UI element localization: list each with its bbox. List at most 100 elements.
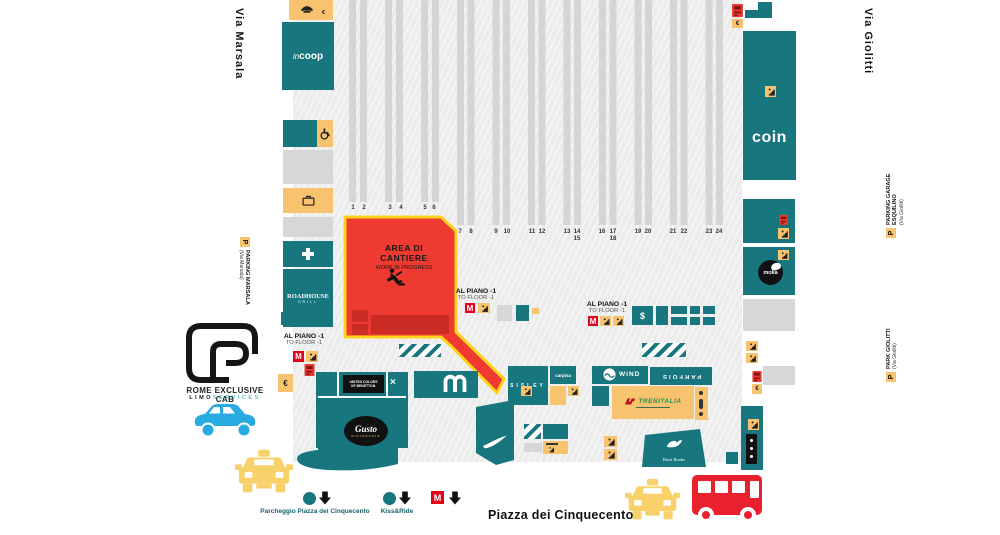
metro-icon: M	[293, 351, 304, 362]
parking-label-giolitti: P PARK GIOLITTI(Via Giolitti)	[886, 318, 898, 382]
building-block	[745, 10, 758, 18]
escalator-icon	[748, 419, 759, 430]
ticket-machine-icon	[779, 215, 788, 225]
ticket-machine-icon	[752, 371, 762, 382]
shop-coop: incoop	[282, 22, 334, 90]
kiosk-block	[516, 305, 529, 321]
building-block	[758, 2, 772, 18]
luggage-icon	[302, 195, 315, 206]
street-label-via-giolitti: Via Giolitti	[862, 8, 874, 75]
platform-number: 8	[469, 229, 473, 235]
ticket-machine-icon	[732, 4, 743, 17]
building-divider	[337, 372, 339, 396]
shop-carpisa: carpisa	[550, 366, 576, 384]
platform-number: 18	[609, 236, 617, 242]
parking-icon: P	[886, 228, 896, 238]
platform-number: 21	[669, 229, 677, 235]
kiosk-block	[690, 306, 700, 314]
platform-number: 11	[528, 229, 536, 235]
borri-label: Borri Books	[663, 457, 685, 462]
platform-number: 15	[573, 236, 581, 242]
kiosk-block	[543, 441, 568, 454]
platform-number: 13	[563, 229, 571, 235]
escalator-icon	[765, 86, 776, 97]
kissride-dot-marker	[383, 492, 396, 505]
kiosk-block	[281, 312, 303, 325]
kiosk-block	[550, 386, 566, 405]
down-arrow-icon	[319, 491, 331, 505]
escalator-icon	[778, 228, 789, 239]
platform-number: 6	[432, 205, 436, 211]
platform-number: 9	[494, 229, 498, 235]
kiosk-block	[671, 317, 687, 325]
parking-icon: P	[240, 237, 250, 247]
trenitalia-logo-icon	[624, 398, 636, 405]
kiosk-block	[671, 306, 687, 314]
metro-icon: M	[588, 316, 598, 326]
metro-icon: M	[431, 491, 444, 504]
platform-stripes-1-6	[349, 0, 441, 202]
shop-parfois: PARFOIS	[650, 367, 712, 385]
kiosk-block	[532, 308, 539, 314]
vertical-sign	[746, 434, 757, 464]
kiosk-block	[592, 386, 609, 406]
escalator-icon	[604, 449, 617, 460]
kiosk-block	[703, 317, 715, 325]
escalator-icon	[778, 250, 789, 260]
services-block	[283, 120, 317, 147]
construction-area	[343, 215, 506, 395]
parking-label-marsala: P PARKING MARSALA(Via Marsala)	[238, 237, 250, 317]
kiosk-block	[726, 452, 738, 464]
platform-number: 2	[362, 205, 366, 211]
shop-borri-books: Borri Books	[642, 429, 706, 467]
accessibility-block	[317, 120, 333, 147]
building-divider	[318, 396, 406, 398]
euro-icon: €	[283, 378, 288, 388]
escalator-icon	[613, 316, 624, 326]
metro-icon: M	[465, 303, 475, 313]
currency-exchange-block: €	[278, 374, 293, 392]
shop-benetton: UNITED COLORS OF BENETTON.	[343, 375, 384, 393]
platform-number: 4	[399, 205, 403, 211]
shop-building-extension	[297, 446, 398, 471]
construction-label: AREA DI CANTIERE WORK IN PROGRESS	[375, 243, 433, 271]
escalator-icon	[600, 316, 611, 326]
building-divider	[386, 372, 388, 396]
building-block	[283, 150, 333, 184]
legend-parcheggio: Parcheggio Piazza dei Cinquecento	[260, 508, 370, 515]
platform-number: 14	[573, 229, 581, 235]
dollar-icon: $	[639, 310, 645, 321]
mcdonalds-arches-icon	[442, 373, 468, 392]
shop-moka: moka	[758, 260, 783, 285]
bus-icon	[690, 473, 764, 525]
shop-gusto: Gusto RISTORANTE	[344, 416, 388, 446]
euro-icon: €	[735, 20, 740, 27]
platform-number: 7	[458, 229, 462, 235]
kiosk-strip	[695, 387, 708, 420]
street-label-via-marsala: Via Marsala	[233, 8, 245, 80]
platform-number: 12	[538, 229, 546, 235]
euro-icon: €	[322, 10, 326, 16]
kiosk-block	[524, 443, 542, 452]
hatched-zone	[642, 343, 686, 357]
ticket-machine-icon	[304, 364, 315, 376]
platform-number: 23	[705, 229, 713, 235]
building-block	[763, 366, 795, 385]
kiosk-block	[497, 305, 512, 321]
hatched-zone	[399, 344, 441, 357]
building-block	[743, 299, 795, 331]
kiosk-block	[703, 306, 715, 314]
police-icon	[300, 4, 314, 13]
kiosk-block	[656, 306, 668, 325]
platform-number: 20	[644, 229, 652, 235]
shop-nike	[476, 400, 514, 465]
platform-stripes-7-24	[457, 0, 727, 225]
car-icon	[192, 402, 260, 438]
legend-kiss-ride: Kiss&Ride	[380, 508, 414, 515]
platform-number: 1	[351, 205, 355, 211]
